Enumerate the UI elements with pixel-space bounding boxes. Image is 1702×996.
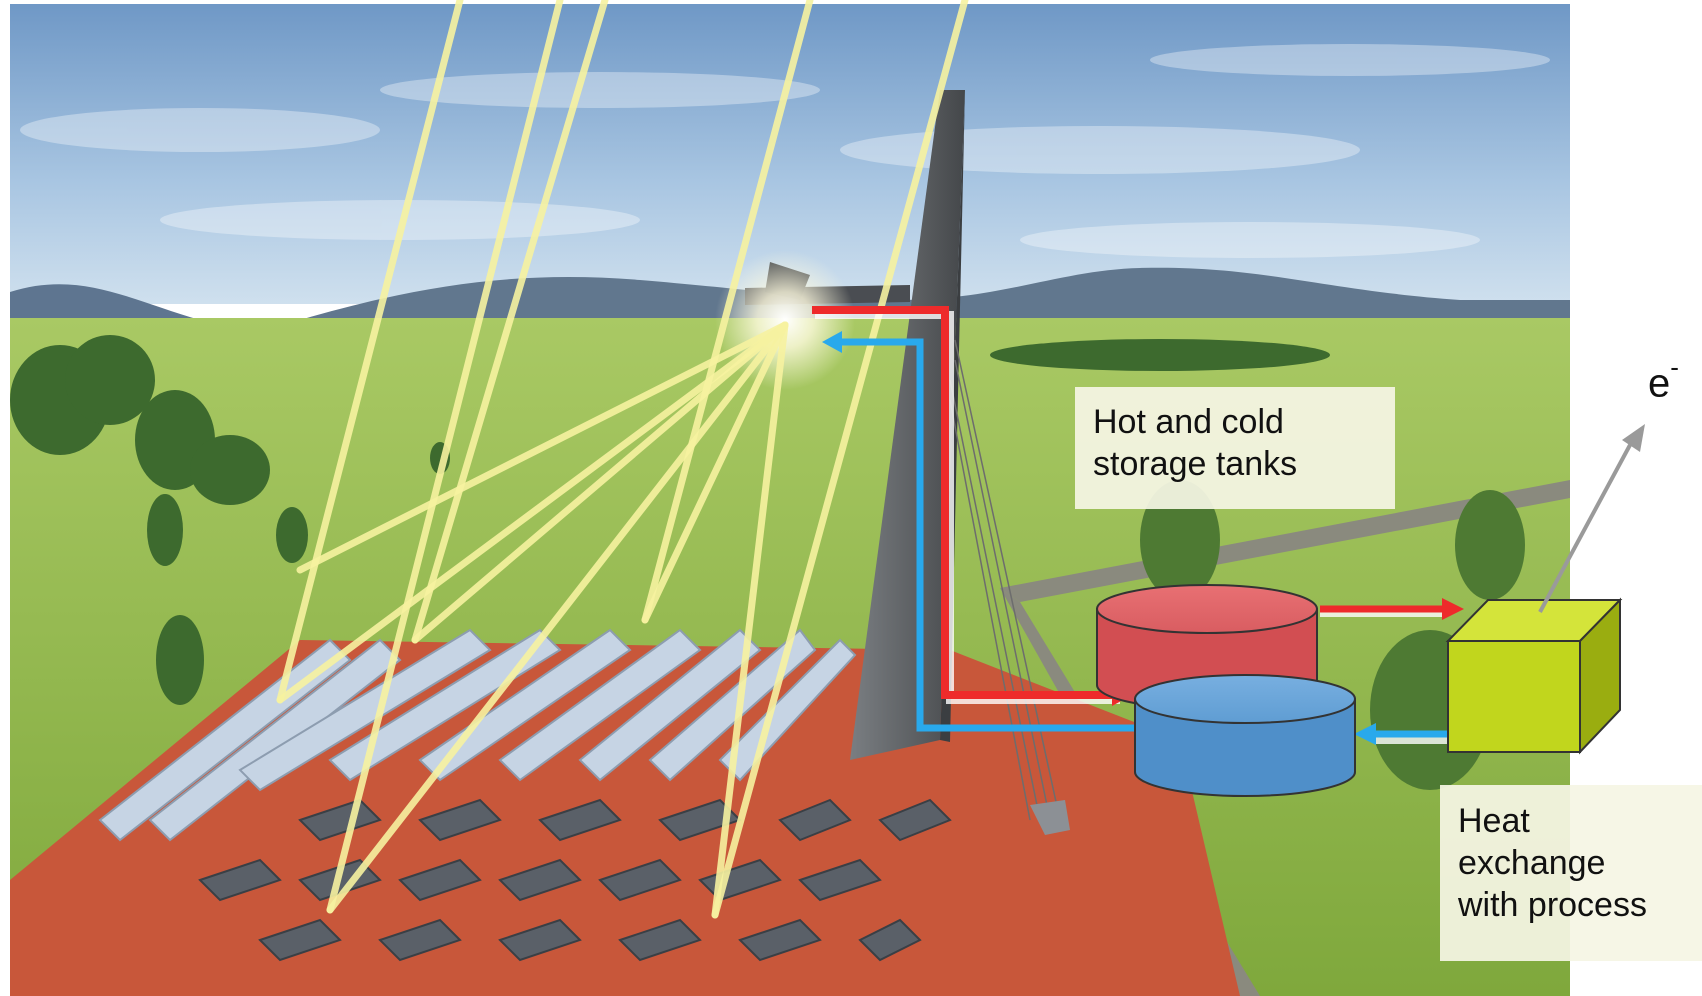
heat-label-line-3: with process [1458, 886, 1647, 924]
cold-storage-tank [1134, 674, 1356, 797]
pipe-network [812, 306, 1482, 745]
electron-symbol: e [1648, 361, 1671, 406]
heat-exchanger-cube [1445, 597, 1623, 755]
storage-tanks-label: Hot and cold storage tanks [1075, 387, 1395, 509]
electron-charge: - [1670, 352, 1679, 382]
electricity-output-arrow [1538, 424, 1645, 613]
sun-rays [276, 0, 969, 919]
hot-pipe [812, 306, 1115, 699]
storage-label-line-2: storage tanks [1093, 445, 1298, 483]
heat-label-line-1: Heat [1458, 802, 1530, 840]
storage-label-line-1: Hot and cold [1093, 403, 1284, 441]
heat-label-line-2: exchange [1458, 844, 1606, 882]
cold-pipe [838, 338, 1135, 732]
heat-exchange-label: Heat exchange with process [1440, 785, 1702, 961]
electron-label: e- [1648, 352, 1679, 406]
